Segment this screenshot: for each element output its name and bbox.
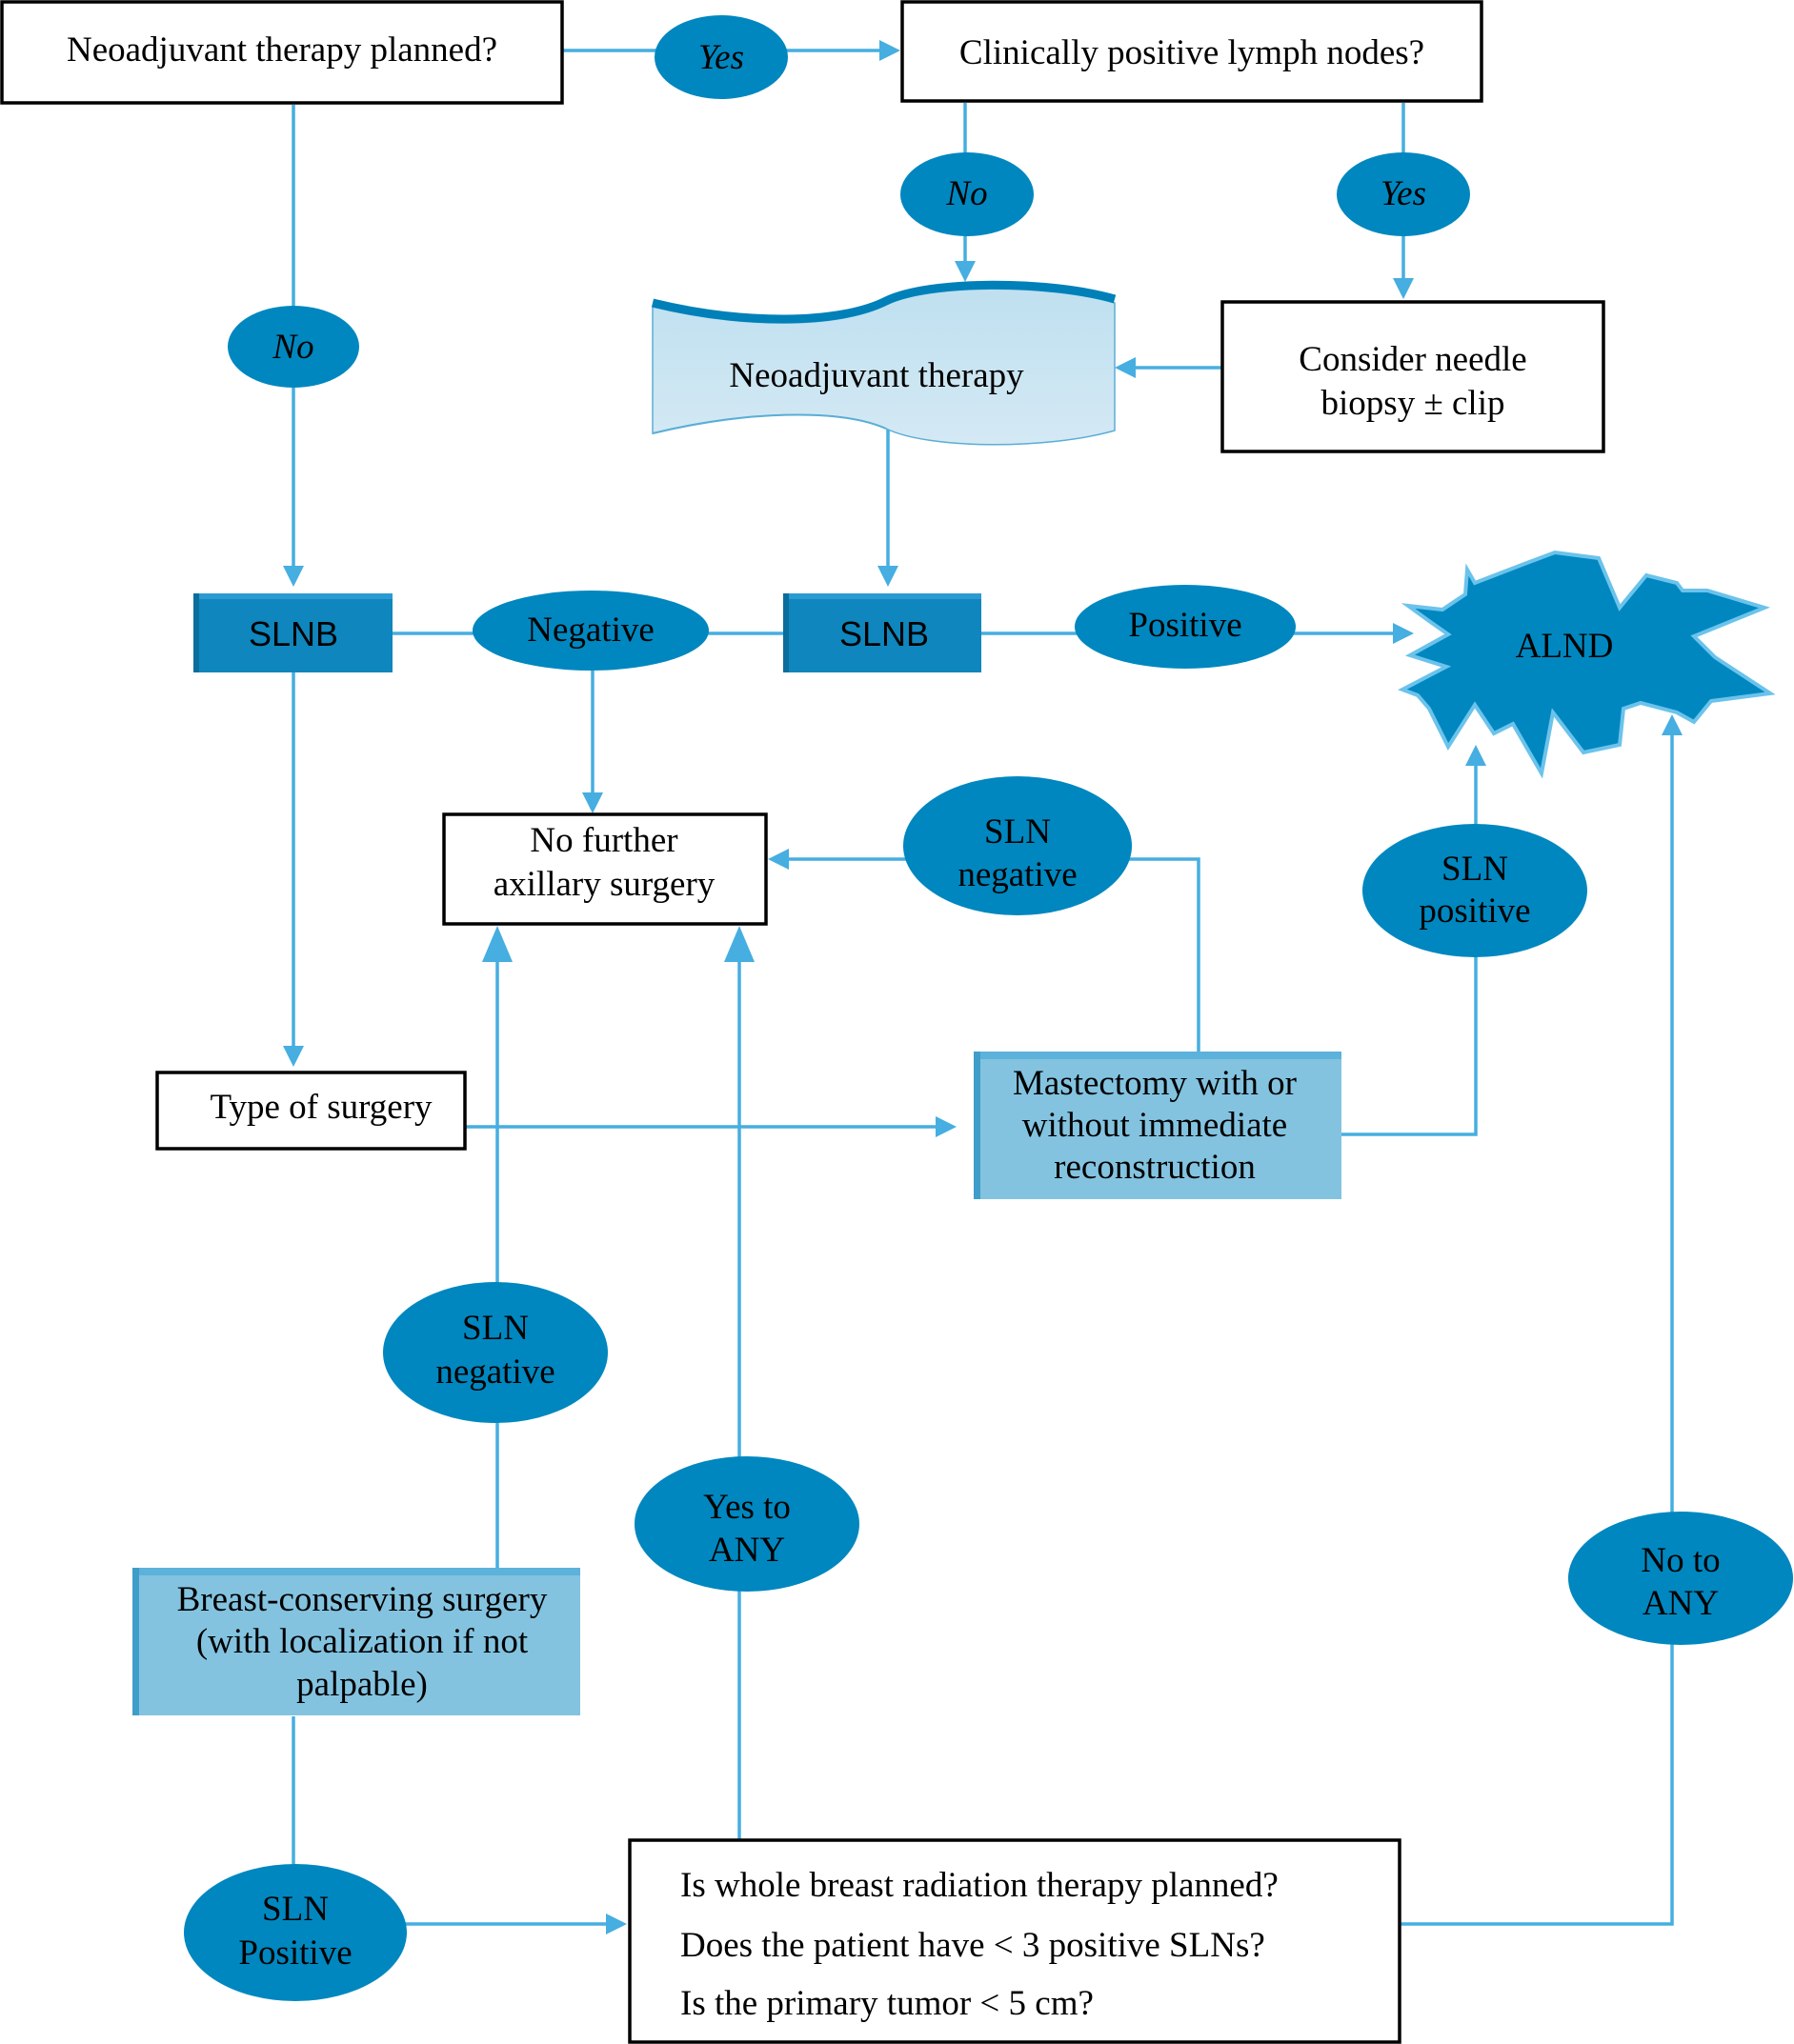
label-yes-top: Yes: [698, 38, 744, 77]
connector-questions-no-any: [1401, 731, 1674, 1926]
arrowhead: [283, 566, 304, 587]
oval-sln-negative-bottom: SLN negative: [383, 1282, 608, 1423]
no-further-box: No further axillary surgery: [442, 812, 768, 926]
breast-conserving-box: Breast-conserving surgery (with localiza…: [132, 1568, 580, 1715]
radiation-questions-box: Is whole breast radiation therapy planne…: [628, 1838, 1401, 2044]
arrowhead: [1393, 278, 1414, 299]
clinically-positive-text: Clinically positive lymph nodes?: [959, 33, 1424, 72]
label-no-to-any-1: No to: [1641, 1541, 1720, 1580]
type-of-surgery-text: Type of surgery: [210, 1088, 433, 1127]
slnb-right-text: SLNB: [839, 614, 929, 653]
label-sln-negative-bottom-2: negative: [435, 1353, 554, 1392]
mastectomy-line-2: without immediate: [1022, 1106, 1287, 1145]
label-sln-negative-top-1: SLN: [984, 812, 1051, 852]
no-further-line-2: axillary surgery: [494, 865, 716, 904]
alnd-star: ALND: [1398, 550, 1776, 779]
label-sln-positive-bottom-2: Positive: [238, 1934, 352, 1973]
oval-positive: Positive: [1075, 585, 1296, 669]
arrowhead: [955, 261, 976, 282]
arrowhead: [1115, 357, 1136, 378]
arrowhead: [1662, 714, 1683, 735]
oval-sln-positive-bottom: SLN Positive: [184, 1864, 407, 2001]
question-whole-breast: Is whole breast radiation therapy planne…: [680, 1866, 1279, 1905]
consider-needle-box: Consider needle biopsy ± clip: [1220, 300, 1605, 453]
oval-yes-top: Yes: [655, 15, 788, 99]
mastectomy-line-1: Mastectomy with or: [1013, 1064, 1297, 1103]
slnb-right-box: SLNB: [783, 593, 981, 672]
label-no-mid: No: [945, 174, 987, 213]
oval-sln-positive-right: SLN positive: [1362, 824, 1587, 957]
arrowhead: [1465, 745, 1486, 766]
alnd-text: ALND: [1516, 627, 1614, 666]
oval-no-mid: No: [900, 152, 1034, 236]
label-sln-negative-top-2: negative: [957, 855, 1077, 894]
label-sln-positive-bottom-1: SLN: [262, 1890, 329, 1929]
consider-needle-line-1: Consider needle: [1299, 340, 1526, 379]
no-further-line-1: No further: [530, 821, 677, 860]
arrowhead: [283, 1046, 304, 1067]
label-sln-positive-right-2: positive: [1419, 892, 1530, 931]
arrowhead: [877, 566, 898, 587]
oval-yes-right: Yes: [1337, 152, 1470, 236]
mastectomy-box: Mastectomy with or without immediate rec…: [974, 1052, 1341, 1199]
label-positive: Positive: [1128, 606, 1241, 645]
neoadjuvant-therapy-banner: Neoadjuvant therapy: [651, 280, 1117, 446]
arrowhead: [482, 926, 513, 962]
clinically-positive-box: Clinically positive lymph nodes?: [900, 0, 1483, 103]
oval-no-to-any: No to ANY: [1568, 1512, 1793, 1645]
oval-negative: Negative: [473, 591, 709, 671]
arrowhead: [936, 1116, 957, 1137]
label-negative: Negative: [527, 611, 655, 650]
question-positive-slns: Does the patient have < 3 positive SLNs?: [680, 1926, 1265, 1965]
breast-conserving-line-1: Breast-conserving surgery: [177, 1580, 548, 1619]
arrowhead: [768, 849, 789, 870]
neoadjuvant-question-text: Neoadjuvant therapy planned?: [67, 30, 497, 70]
slnb-left-box: SLNB: [193, 593, 393, 672]
type-of-surgery-box: Type of surgery: [155, 1071, 467, 1151]
breast-conserving-line-3: palpable): [296, 1665, 428, 1704]
arrowhead: [582, 792, 603, 813]
neoadjuvant-question-box: Neoadjuvant therapy planned?: [0, 0, 564, 105]
arrowhead: [606, 1914, 627, 1934]
arrowhead: [724, 926, 755, 962]
label-yes-right: Yes: [1381, 174, 1426, 213]
label-yes-to-any-1: Yes to: [703, 1488, 791, 1527]
mastectomy-line-3: reconstruction: [1054, 1148, 1256, 1187]
breast-conserving-line-2: (with localization if not: [196, 1622, 529, 1661]
neoadjuvant-therapy-text: Neoadjuvant therapy: [729, 356, 1024, 395]
oval-yes-to-any: Yes to ANY: [635, 1456, 859, 1592]
label-sln-positive-right-1: SLN: [1441, 850, 1508, 889]
arrowhead: [879, 40, 900, 61]
arrowhead: [1393, 623, 1414, 644]
label-no-left: No: [272, 328, 313, 367]
label-sln-negative-bottom-1: SLN: [462, 1309, 529, 1348]
consider-needle-line-2: biopsy ± clip: [1321, 384, 1505, 423]
slnb-left-text: SLNB: [249, 614, 338, 653]
oval-no-left: No: [228, 306, 359, 388]
question-tumor-size: Is the primary tumor < 5 cm?: [680, 1984, 1094, 2023]
label-yes-to-any-2: ANY: [709, 1531, 785, 1570]
label-no-to-any-2: ANY: [1643, 1584, 1719, 1623]
oval-sln-negative-top: SLN negative: [903, 776, 1132, 915]
